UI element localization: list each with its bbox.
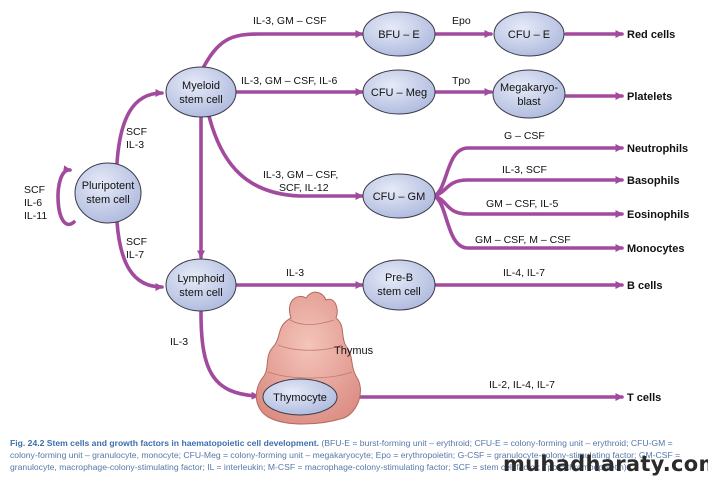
thymus-lobules [267, 319, 353, 379]
bfu-e-label: BFU – E [378, 29, 420, 41]
factor-self-renewal-2: IL-6 [24, 197, 42, 209]
megakaryoblast-label-2: blast [517, 96, 540, 108]
myeloid-to-cfu-gm-arrow [207, 114, 364, 200]
output-t-cells: T cells [627, 392, 661, 404]
cfu-gm-to-basophils-arrow [432, 176, 624, 198]
haematopoiesis-diagram: Thymus Pluripotent stem cell Myeloid ste… [24, 11, 689, 425]
factor-to-lymphoid-1: SCF [126, 236, 147, 248]
output-monocytes: Monocytes [627, 243, 684, 255]
pluripotent-label-2: stem cell [86, 194, 129, 206]
output-b-cells: B cells [627, 280, 662, 292]
pluripotent-label: Pluripotent [82, 180, 135, 192]
factor-eosinophils: GM – CSF, IL-5 [486, 198, 559, 210]
caption-title: Fig. 24.2 Stem cells and growth factors … [10, 438, 319, 448]
factor-to-cfu-meg: IL-3, GM – CSF, IL-6 [241, 75, 337, 87]
figure-caption: Fig. 24.2 Stem cells and growth factors … [10, 437, 700, 473]
cfu-gm-cell [362, 173, 436, 219]
pre-b-stem-cell [362, 259, 436, 311]
factor-to-lymphoid-2: IL-7 [126, 249, 144, 261]
factor-neutrophils: G – CSF [504, 130, 545, 142]
pre-b-label: Pre-B [385, 272, 413, 284]
pluripotent-stem-cell [74, 162, 142, 224]
output-neutrophils: Neutrophils [627, 143, 688, 155]
output-eosinophils: Eosinophils [627, 209, 689, 221]
cfu-gm-label: CFU – GM [373, 191, 426, 203]
output-basophils: Basophils [627, 175, 680, 187]
cfu-e-cell [493, 11, 565, 57]
caption-text: (BFU-E = burst-forming unit – erythroid;… [10, 438, 681, 472]
factor-to-myeloid-1: SCF [126, 126, 147, 138]
thymus-label: Thymus [334, 345, 374, 357]
output-red-cells: Red cells [627, 29, 675, 41]
cfu-meg-label: CFU – Meg [371, 87, 427, 99]
factor-epo: Epo [452, 15, 471, 27]
pluripotent-to-lymphoid-arrow [115, 220, 164, 291]
myeloid-label-2: stem cell [179, 94, 222, 106]
myeloid-stem-cell [165, 66, 237, 118]
factor-self-renewal-3: IL-11 [24, 210, 47, 222]
factor-tpo: Tpo [452, 75, 470, 87]
cfu-gm-to-monocytes-arrow [432, 194, 624, 252]
lymphoid-label-2: stem cell [179, 287, 222, 299]
factor-b-cells: IL-4, IL-7 [503, 267, 545, 279]
pre-b-label-2: stem cell [377, 286, 420, 298]
thymocyte-cell [262, 378, 338, 416]
cfu-meg-cell [362, 69, 436, 115]
megakaryoblast-cell [492, 69, 566, 119]
factor-to-myeloid-2: IL-3 [126, 139, 144, 151]
factor-to-thymocyte: IL-3 [170, 336, 188, 348]
self-renewal-arrow [56, 165, 76, 227]
watermark-logo: muhadharaty.com [503, 452, 708, 476]
lymphoid-stem-cell [165, 258, 237, 312]
factor-basophils: IL-3, SCF [502, 164, 547, 176]
myeloid-to-bfu-e-arrow [199, 30, 364, 74]
factor-to-cfu-gm-1: IL-3, GM – CSF, [263, 169, 338, 181]
factor-self-renewal-1: SCF [24, 184, 45, 196]
factor-t-cells: IL-2, IL-4, IL-7 [489, 379, 555, 391]
output-platelets: Platelets [627, 91, 672, 103]
megakaryoblast-label: Megakaryo- [500, 82, 558, 94]
factor-to-cfu-gm-2: SCF, IL-12 [279, 182, 329, 194]
myeloid-label: Myeloid [182, 80, 220, 92]
factor-to-bfu-e: IL-3, GM – CSF [253, 15, 327, 27]
cfu-e-label: CFU – E [508, 29, 550, 41]
factor-monocytes: GM – CSF, M – CSF [475, 234, 571, 246]
thymocyte-label: Thymocyte [273, 392, 327, 404]
lymphoid-label: Lymphoid [177, 273, 224, 285]
bfu-e-cell [362, 11, 436, 57]
lymphoid-to-thymocyte-arrow [199, 310, 260, 400]
factor-to-pre-b: IL-3 [286, 267, 304, 279]
pluripotent-to-myeloid-arrow [115, 89, 164, 165]
